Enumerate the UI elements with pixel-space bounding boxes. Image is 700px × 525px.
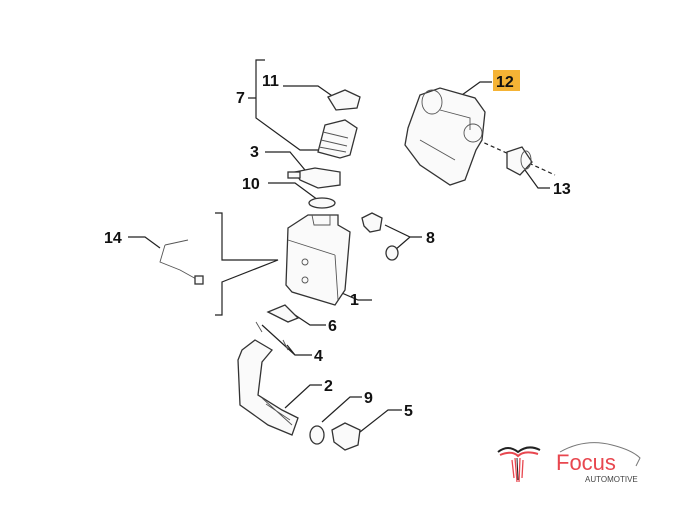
callout-5[interactable]: 5 <box>404 403 413 420</box>
leader-3 <box>265 151 306 171</box>
leader-2 <box>284 384 322 409</box>
callout-7[interactable]: 7 <box>236 90 245 107</box>
callout-12[interactable]: 12 <box>496 74 514 91</box>
logo-subtitle: AUTOMOTIVE <box>585 475 638 484</box>
callout-2[interactable]: 2 <box>324 378 333 395</box>
leader-10 <box>268 182 319 201</box>
leader-4 <box>261 324 312 356</box>
part-10-gasket <box>308 197 336 209</box>
part-1-egr-cooler <box>285 214 351 306</box>
leader-9 <box>321 396 362 423</box>
part-6-heat-shield <box>266 304 300 323</box>
part-5-clamp <box>331 422 361 451</box>
logo-emblem-icon <box>497 446 541 483</box>
callout-11[interactable]: 11 <box>262 73 279 90</box>
callout-10[interactable]: 10 <box>242 176 260 193</box>
focus-logo: Focus AUTOMOTIVE <box>497 442 641 484</box>
callout-1[interactable]: 1 <box>350 292 359 309</box>
part-4-bolts <box>255 321 289 351</box>
logo-car-outline-icon <box>559 442 641 467</box>
leader-14 <box>128 236 161 249</box>
callout-13[interactable]: 13 <box>553 181 571 198</box>
leader-5 <box>359 409 402 433</box>
callout-14[interactable]: 14 <box>104 230 122 247</box>
part-13-sleeve <box>506 146 533 176</box>
leader-6 <box>294 314 326 326</box>
part-8-seals <box>361 212 399 261</box>
part-14-temperature-sensor <box>159 239 204 285</box>
logo-name: Focus <box>556 450 616 475</box>
callout-6[interactable]: 6 <box>328 318 337 335</box>
bracket-14 <box>215 212 279 316</box>
part-9-o-ring <box>309 425 325 445</box>
part-12-egr-valve <box>404 87 486 186</box>
part-7-hose <box>317 119 358 159</box>
part-2-egr-pipe <box>237 339 299 436</box>
part-3-sensor-flange <box>287 167 341 189</box>
callout-3[interactable]: 3 <box>250 144 259 161</box>
callout-8[interactable]: 8 <box>426 230 435 247</box>
highlight-12 <box>493 70 520 91</box>
part-11-cover <box>327 89 361 111</box>
bracket-7 <box>248 59 320 151</box>
callout-4[interactable]: 4 <box>314 348 323 365</box>
callout-9[interactable]: 9 <box>364 390 373 407</box>
leader-13 <box>524 169 550 189</box>
leader-8 <box>384 224 422 251</box>
